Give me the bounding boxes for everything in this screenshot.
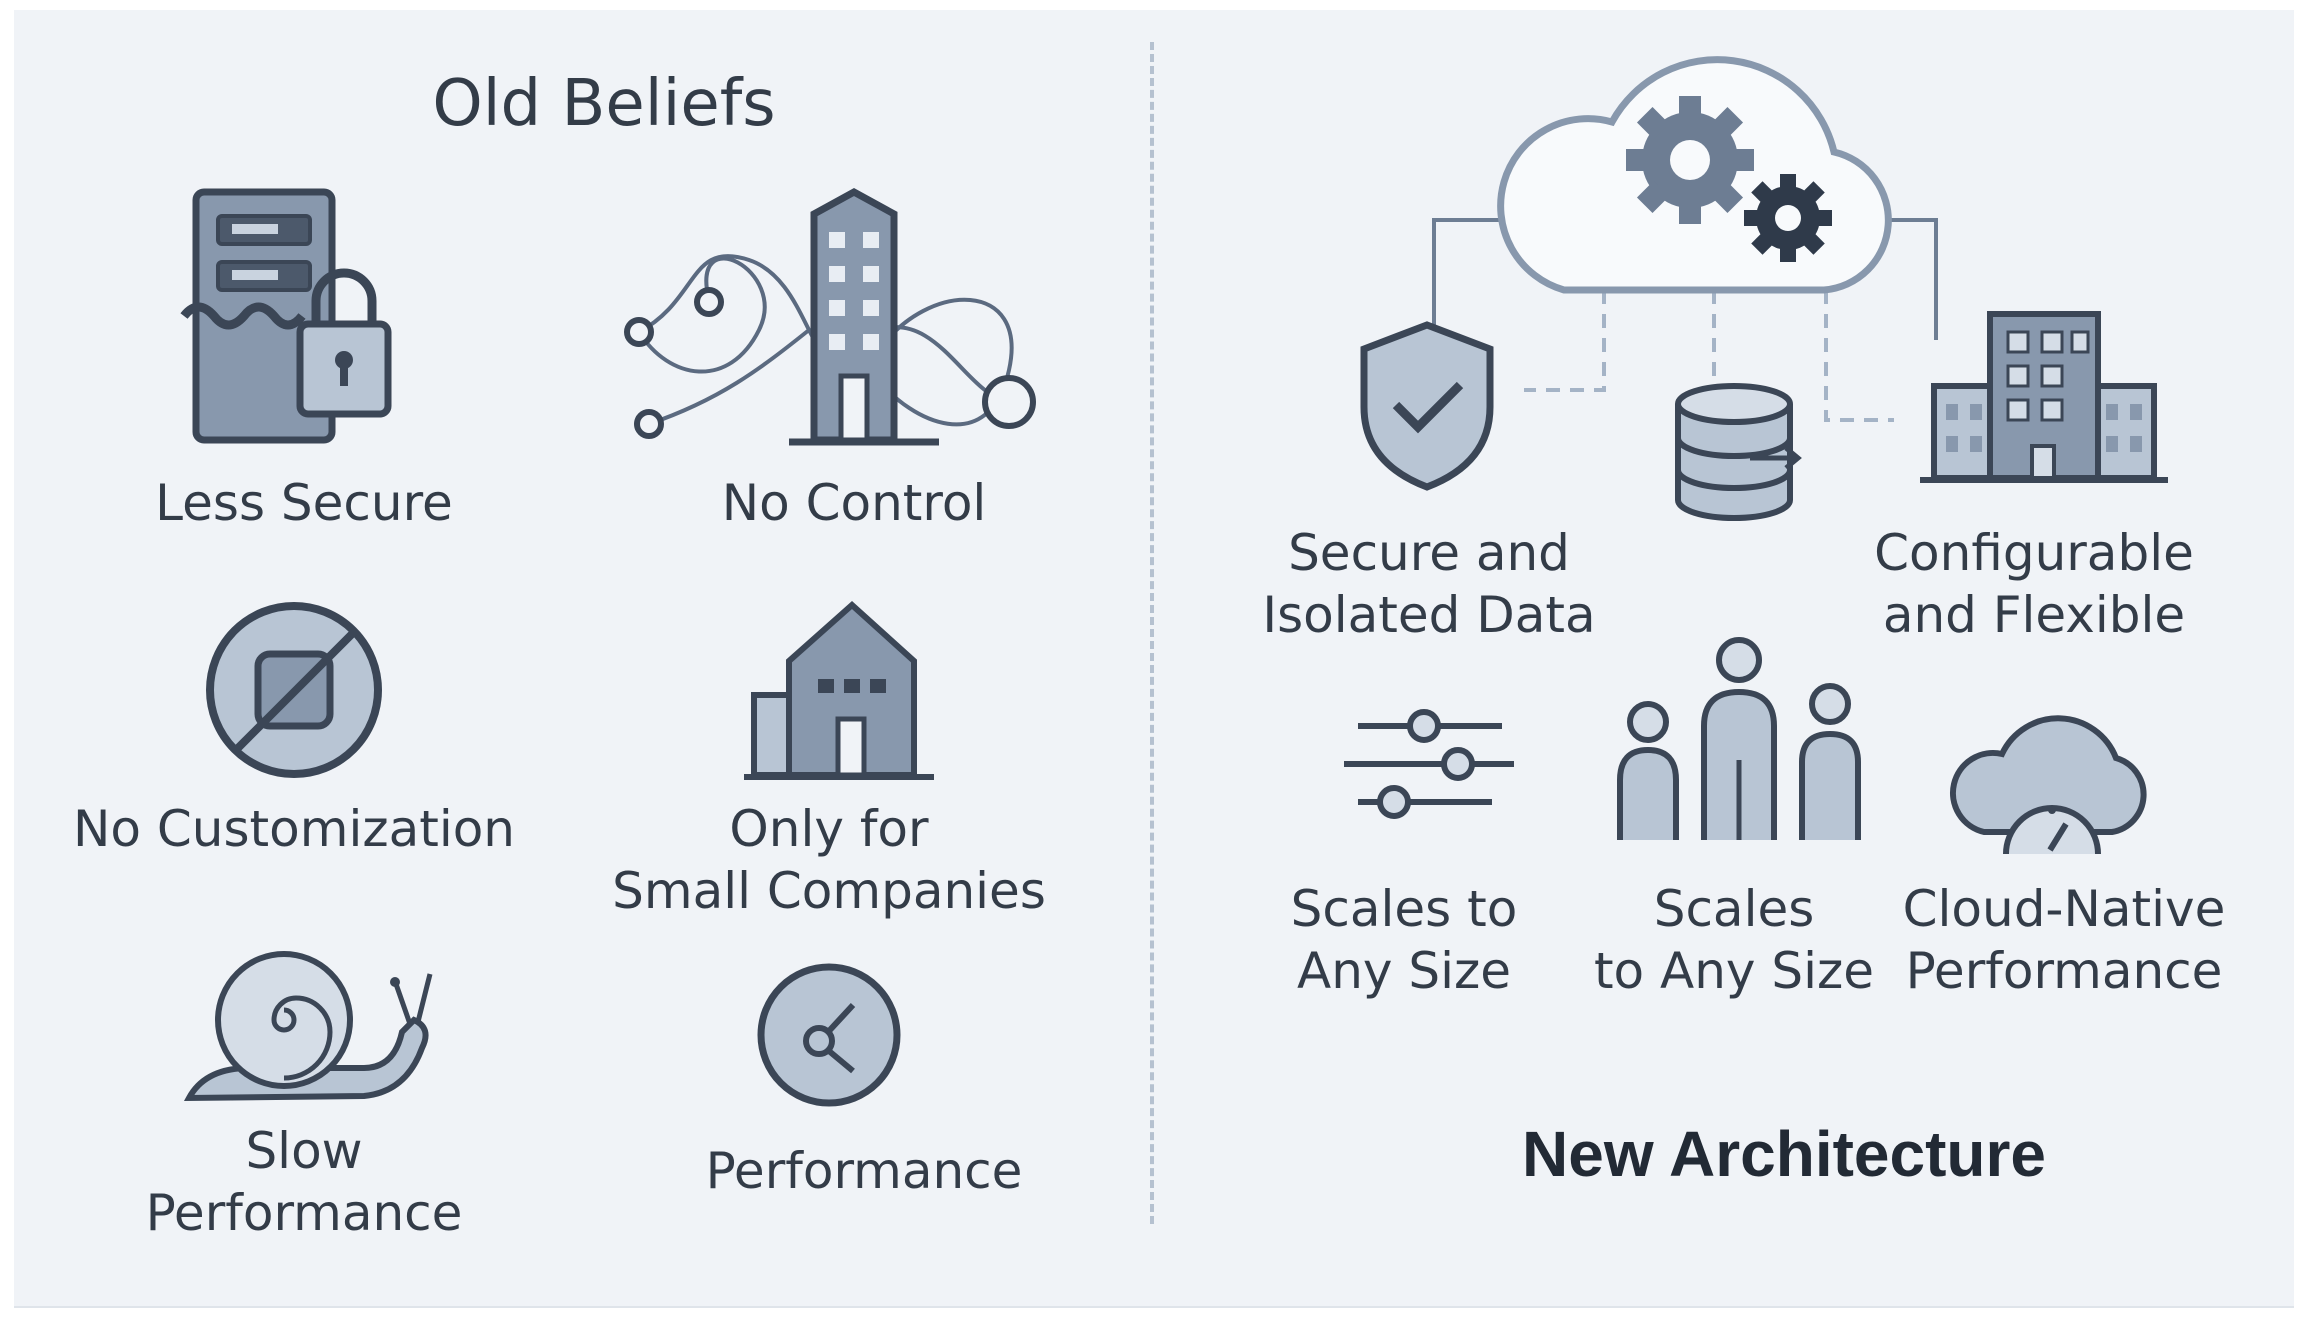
label-scales-to-any-size-1: Scales to Any Size: [1290, 880, 1518, 1000]
tangled-building-icon: [624, 188, 1036, 446]
label-cloud-native-performance: Cloud-Native Performance: [1902, 880, 2226, 1000]
old-beliefs-title: Old Beliefs: [432, 67, 776, 141]
label-no-control: No Control: [721, 474, 987, 532]
label-slow-performance: Slow Performance: [145, 1122, 463, 1242]
label-secure-isolated-data: Secure and Isolated Data: [1262, 524, 1596, 644]
gauge-icon: [757, 963, 901, 1107]
label-performance: Performance: [705, 1142, 1023, 1200]
server-lock-icon: [180, 188, 392, 444]
label-no-customization: No Customization: [73, 800, 515, 858]
label-configurable-flexible: Configurable and Flexible: [1874, 524, 2194, 644]
label-only-for-small-companies: Only for Small Companies: [612, 800, 1046, 920]
small-building-icon: [744, 600, 934, 780]
shield-check-icon: [1360, 321, 1494, 491]
cloud-gears-icon: [1497, 56, 1892, 294]
new-architecture-title: New Architecture: [1522, 1118, 2046, 1190]
infographic-canvas: Old Beliefs Less Secure No C: [14, 10, 2294, 1308]
sliders-icon: [1344, 709, 1514, 819]
cloud-gauge-icon: [1950, 715, 2147, 855]
label-less-secure: Less Secure: [155, 474, 453, 532]
people-group-icon: [1617, 637, 1861, 840]
prohibited-icon: [206, 602, 382, 778]
office-buildings-icon: [1920, 311, 2168, 483]
database-icon: [1675, 383, 1802, 521]
panel-divider: [1150, 42, 1154, 1224]
snail-icon: [183, 951, 433, 1102]
label-scales-to-any-size-2: Scales to Any Size: [1593, 880, 1875, 1000]
